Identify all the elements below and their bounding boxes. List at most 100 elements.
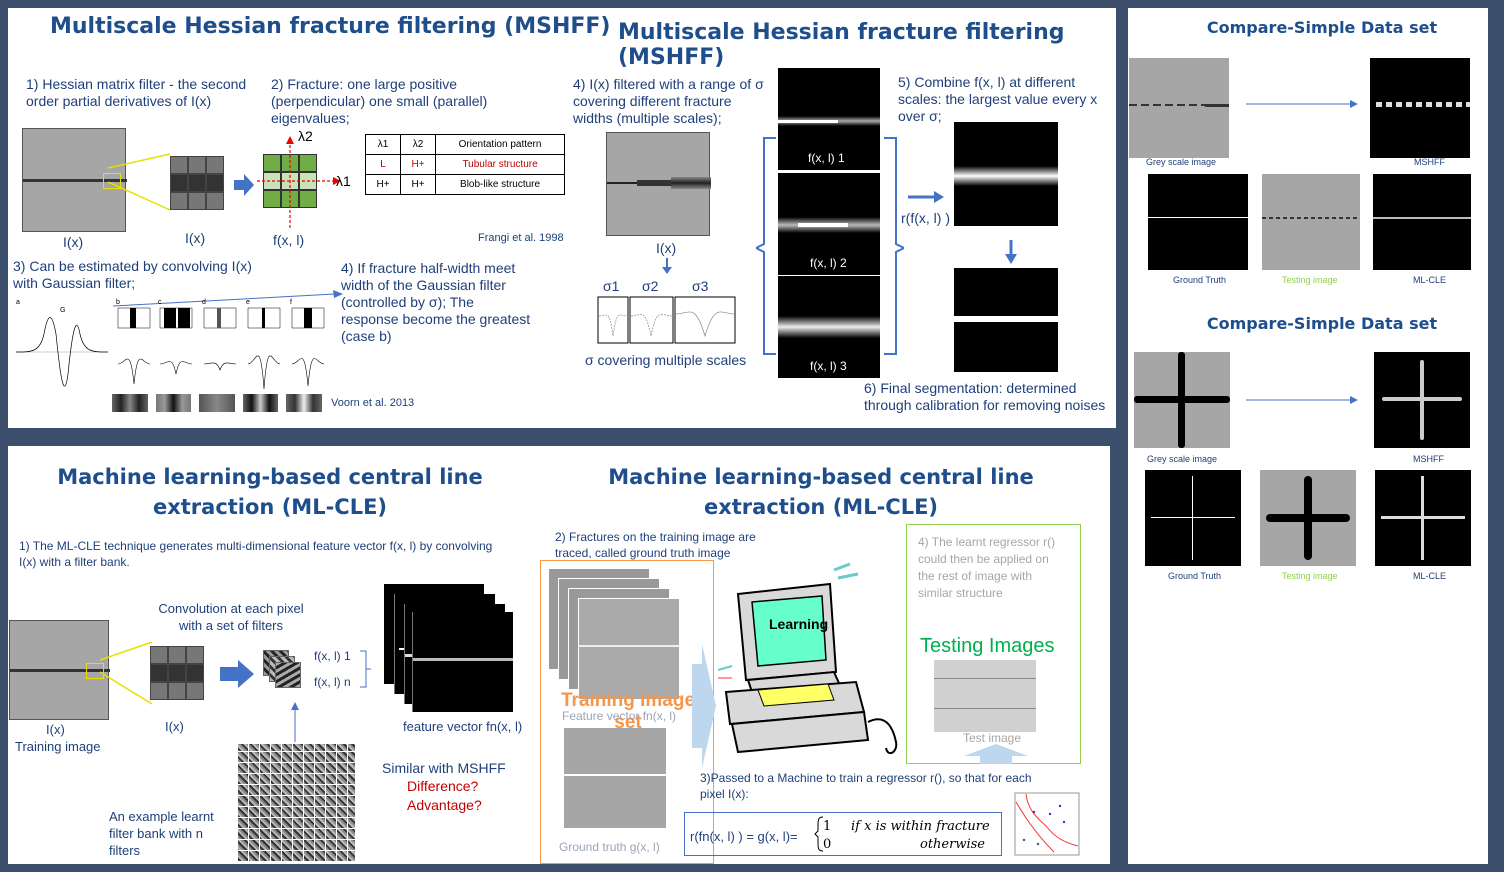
mshff-title-right: Multiscale Hessian fracture filtering (M… xyxy=(618,20,1065,70)
svg-text:d: d xyxy=(202,299,206,306)
testing-label-1: Testing image xyxy=(1282,275,1338,285)
testing-image-2 xyxy=(1260,470,1356,566)
ground-truth-image xyxy=(564,728,666,828)
formula-case1-cond: if x is within fracture xyxy=(851,819,990,834)
mlcle-result-2 xyxy=(1375,470,1471,566)
citation-frangi: Frangi et al. 1998 xyxy=(478,232,564,244)
fig-g: G xyxy=(60,307,65,314)
f-top-label: f(x, l) 1 xyxy=(314,649,351,663)
advantage-text: Advantage? xyxy=(407,797,482,813)
filter-grid xyxy=(150,646,204,700)
training-ix-label: I(x) xyxy=(46,722,65,737)
training-image-label: Training image xyxy=(15,739,101,754)
brace xyxy=(360,650,371,688)
formula-box xyxy=(684,812,1002,856)
mshff-right-step6: 6) Final segmentation: determined throug… xyxy=(864,380,1106,413)
greyscale-label-2: Grey scale image xyxy=(1147,454,1218,464)
table-cell: Blob-like structure xyxy=(435,174,565,195)
citation-voorn: Voorn et al. 2013 xyxy=(331,397,415,409)
svg-text:f: f xyxy=(290,299,292,306)
table-cell: H+ xyxy=(400,174,437,195)
mlcle-step3: 3)Passed to a Machine to train a regress… xyxy=(700,771,1032,801)
label-fxl: f(x, l) xyxy=(273,232,305,248)
formula-left: r(fn(x, l) ) = g(x, l)= xyxy=(690,829,798,844)
mshff-title-left: Multiscale Hessian fracture filtering (M… xyxy=(50,14,611,39)
mshff-step4: 4) If fracture half-width meet width of … xyxy=(341,260,531,344)
combined-image xyxy=(954,122,1058,226)
hessian-grid xyxy=(170,156,224,210)
orientation-table: λ1 λ2 Orientation pattern L H+ Tubular s… xyxy=(364,134,565,195)
mlcle-title-right: Machine learning-based central line extr… xyxy=(608,465,1034,519)
compare-title-2: Compare-Simple Data set xyxy=(1206,314,1438,333)
svg-text:b: b xyxy=(116,299,120,306)
convolution-caption: Convolution at each pixel with a set of … xyxy=(158,601,304,633)
feature-vector-label: Feature vector fn(x, l) xyxy=(562,709,677,723)
training-set-label: Training Image set xyxy=(560,690,696,733)
testing-image-1 xyxy=(1262,174,1360,270)
label-ix-2: I(x) xyxy=(185,230,206,246)
computer-screen-text: Learning xyxy=(769,616,829,632)
sigma3-label: σ3 xyxy=(692,278,709,294)
greyscale-image-1 xyxy=(1129,58,1229,158)
sigma-plots xyxy=(597,296,736,344)
big-arrow-right-icon xyxy=(692,644,716,768)
mlcle-label-2: ML-CLE xyxy=(1413,571,1447,581)
test-image xyxy=(934,660,1036,732)
f-label-2: f(x, l) 2 xyxy=(810,256,847,270)
sigma2-label: σ2 xyxy=(642,278,659,294)
arrow-right-icon xyxy=(1246,396,1358,404)
mshff-right-step5: 5) Combine f(x, l) at different scales: … xyxy=(898,74,1098,124)
arrow-up-line xyxy=(291,702,299,742)
segmentation-image xyxy=(954,268,1058,372)
arrow-right-icon xyxy=(1246,100,1358,108)
ix-label-2: I(x) xyxy=(165,719,184,734)
mlcle-step4: 4) The learnt regressor r() could then b… xyxy=(918,535,1056,600)
multiscale-input-image xyxy=(606,132,711,236)
arrow-down-icon xyxy=(662,258,672,274)
formula-case1-val: 1 xyxy=(823,819,832,834)
r-label: r(f(x, l) ) xyxy=(901,210,950,226)
greyscale-image-2 xyxy=(1134,352,1230,448)
training-image xyxy=(9,620,110,720)
arrow-up-icon xyxy=(964,744,1028,764)
test-image-label: Test image xyxy=(963,731,1022,745)
formula-brace xyxy=(814,816,824,852)
filterbank-caption: An example learnt filter bank with n fil… xyxy=(109,809,214,858)
ground-truth-label-2: Ground Truth xyxy=(1168,571,1222,581)
zoom-lines xyxy=(100,642,153,705)
multiscale-ix-label: I(x) xyxy=(656,240,677,256)
compare-panel: Compare-Simple Data set Grey scale image… xyxy=(1128,8,1488,864)
difference-text: Difference? xyxy=(407,778,479,794)
ground-truth-image-1 xyxy=(1148,174,1248,270)
arrow-right-icon xyxy=(220,660,254,688)
arrow-right-icon xyxy=(234,174,254,196)
left-bracket xyxy=(756,137,776,355)
mshff-right-step4: 4) I(x) filtered with a range of σ cover… xyxy=(573,76,764,126)
mshff-step1: 1) Hessian matrix filter - the second or… xyxy=(26,76,247,109)
gaussian-figure: a G b c d e f xyxy=(15,299,325,390)
lambda1-label: λ1 xyxy=(336,173,351,189)
blue-arrow-line xyxy=(113,290,343,307)
lambda2-label: λ2 xyxy=(298,128,313,144)
table-header: λ2 xyxy=(400,134,437,155)
response-strips xyxy=(112,394,322,412)
filter-bank xyxy=(237,744,355,862)
ground-truth-image-2 xyxy=(1145,470,1241,566)
zoom-lines xyxy=(108,153,171,211)
formula-case2-cond: otherwise xyxy=(920,837,985,852)
mlcle-panel: Machine learning-based central line extr… xyxy=(8,446,1110,864)
computer-icon xyxy=(718,562,898,755)
svg-text:e: e xyxy=(246,299,250,306)
training-stack xyxy=(548,568,688,700)
mlcle-label-1: ML-CLE xyxy=(1413,275,1447,285)
label-ix: I(x) xyxy=(63,234,84,250)
ground-truth-label-1: Ground Truth xyxy=(1173,275,1227,285)
eigen-axes xyxy=(257,136,341,228)
table-cell: H+ xyxy=(364,174,402,195)
table-header: Orientation pattern xyxy=(435,134,565,155)
filtered-image-2 xyxy=(778,173,880,275)
f-label-3: f(x, l) 3 xyxy=(810,359,847,373)
greyscale-label-1: Grey scale image xyxy=(1146,157,1217,167)
mshff-result-1 xyxy=(1370,58,1470,158)
filtered-image-3 xyxy=(778,276,880,378)
